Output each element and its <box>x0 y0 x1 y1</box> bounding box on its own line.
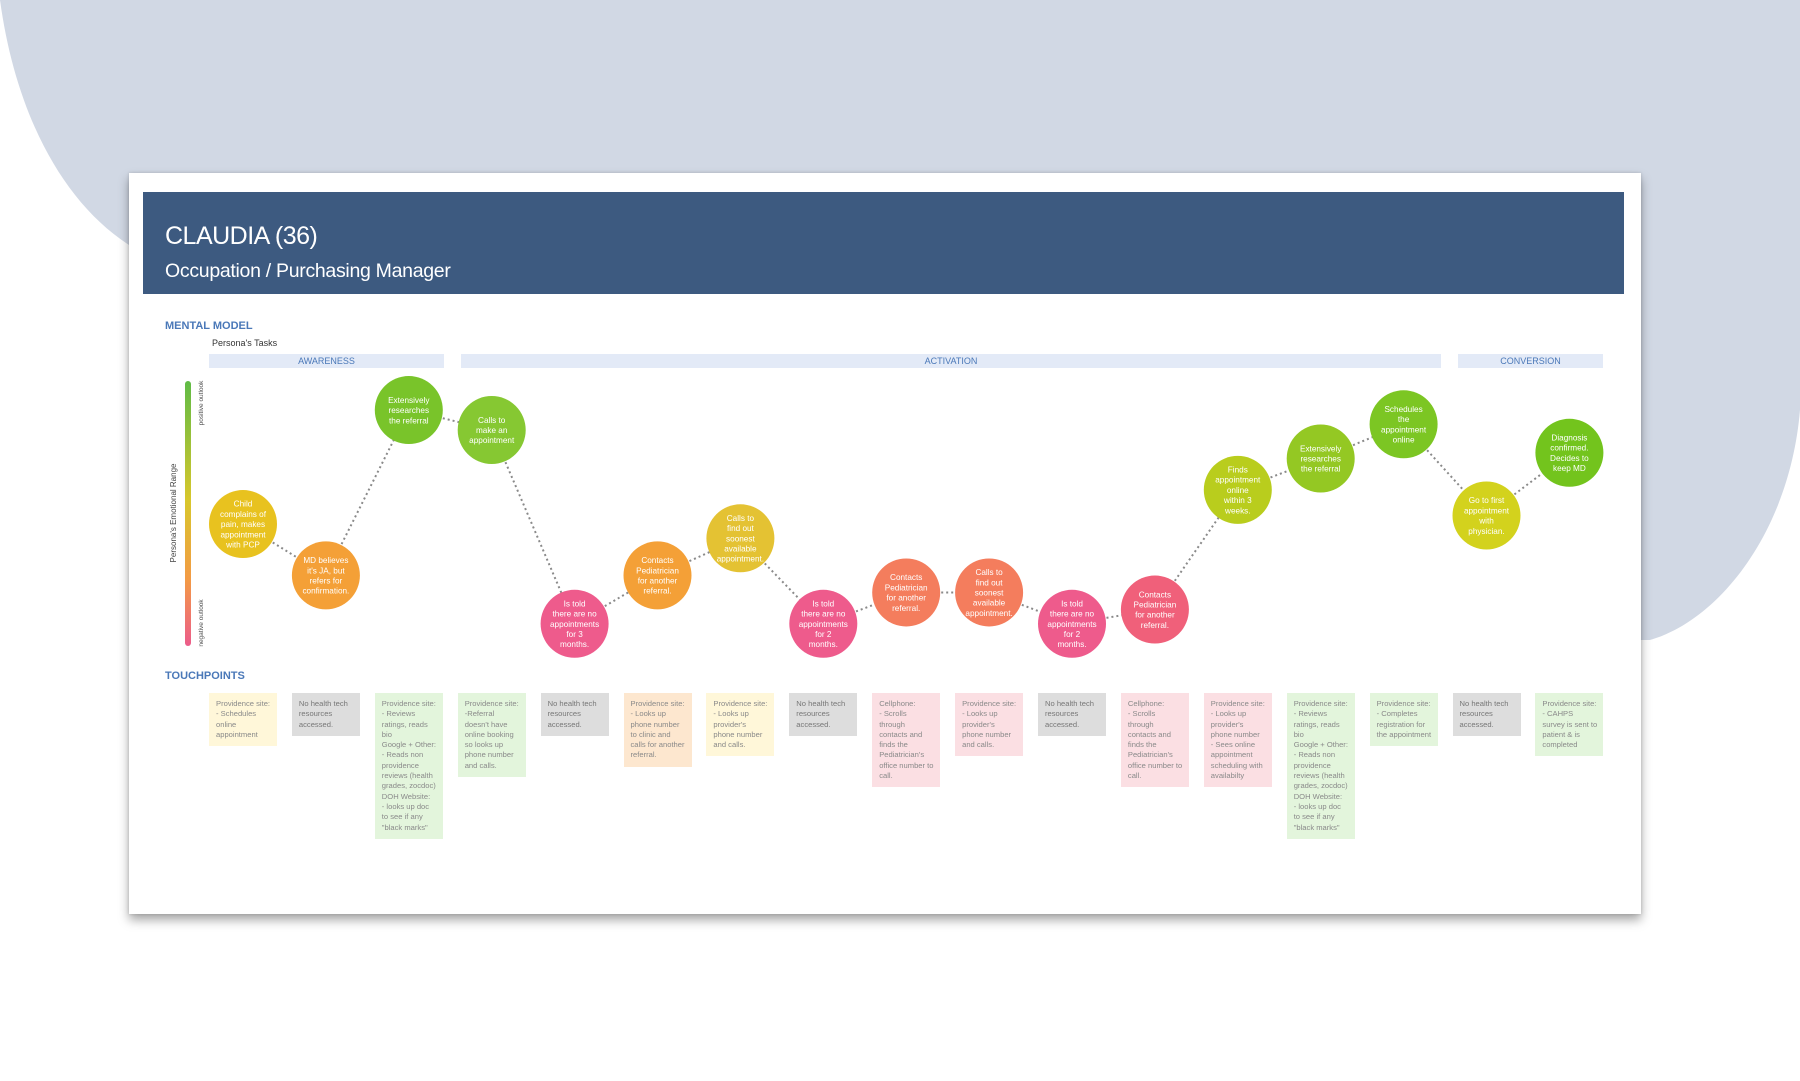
touchpoint-card: Providence site: -Referral doesn't have … <box>457 693 526 778</box>
touchpoint-card: Providence site: - Schedules online appo… <box>209 693 277 747</box>
journey-step-circle <box>1286 424 1355 493</box>
journey-step-circle <box>291 541 360 610</box>
journey-connector <box>490 429 576 625</box>
journey-step-circle <box>457 396 526 464</box>
journey-step-circle <box>1203 455 1272 524</box>
touchpoint-card: Providence site: - CAHPS survey is sent … <box>1535 693 1604 757</box>
journey-step-circle <box>540 589 609 658</box>
touchpoint-card: Providence site: - Looks up provider's p… <box>955 693 1024 757</box>
journey-step-circle <box>789 589 858 658</box>
negative-outlook-label: negative outlook <box>198 599 205 647</box>
journey-step-circle <box>623 541 692 610</box>
journey-map-card: CLAUDIA (36) Occupation / Purchasing Man… <box>129 173 1641 914</box>
persona-banner: CLAUDIA (36) Occupation / Purchasing Man… <box>143 192 1624 294</box>
emotional-range-bar <box>185 381 191 646</box>
personas-tasks-label: Persona's Tasks <box>212 338 278 348</box>
touchpoint-card: Cellphone: - Scrolls through contacts an… <box>1120 693 1189 788</box>
journey-step-circle <box>955 558 1024 627</box>
touchpoint-card: No health tech resources accessed. <box>1452 693 1521 736</box>
phase-conversion: CONVERSION <box>1458 354 1603 368</box>
touchpoint-card: No health tech resources accessed. <box>789 693 858 736</box>
persona-occupation: Occupation / Purchasing Manager <box>165 260 451 282</box>
positive-outlook-label: positive outlook <box>198 380 205 426</box>
persona-name: CLAUDIA (36) <box>165 222 318 250</box>
journey-step-circle <box>209 490 277 559</box>
journey-step-circle <box>1038 589 1106 658</box>
emotional-range-title: Persona's Emotional Range <box>169 463 178 562</box>
journey-step-circle <box>1369 390 1438 459</box>
journey-step-circle <box>1535 418 1604 487</box>
touchpoint-card: Providence site: - Reviews ratings, read… <box>374 693 443 839</box>
emotional-journey-diagram: Persona's Emotional Range positive outlo… <box>169 376 1604 658</box>
touchpoint-card: Providence site: - Looks up provider's p… <box>706 693 775 757</box>
touchpoint-card: No health tech resources accessed. <box>540 693 609 736</box>
journey-step-circle <box>1452 481 1521 550</box>
phase-awareness: AWARENESS <box>209 354 444 368</box>
touchpoint-card: Providence site: - Reviews ratings, read… <box>1286 693 1355 839</box>
touchpoint-card: Providence site: - Completes registratio… <box>1369 693 1438 747</box>
touchpoints-label: TOUCHPOINTS <box>165 670 245 682</box>
touchpoint-card: Providence site: - Looks up phone number… <box>623 693 692 767</box>
journey-step-circle <box>1120 575 1189 644</box>
phase-activation: ACTIVATION <box>461 354 1441 368</box>
touchpoint-card: Providence site: - Looks up provider's p… <box>1203 693 1272 788</box>
mental-model-label: MENTAL MODEL <box>165 320 253 332</box>
journey-step-circle <box>374 376 443 445</box>
journey-step-circle <box>872 558 941 627</box>
touchpoint-card: Cellphone: - Scrolls through contacts an… <box>872 693 941 788</box>
touchpoint-card: No health tech resources accessed. <box>291 693 360 736</box>
journey-step-circle <box>706 504 775 573</box>
touchpoint-card: No health tech resources accessed. <box>1038 693 1106 736</box>
